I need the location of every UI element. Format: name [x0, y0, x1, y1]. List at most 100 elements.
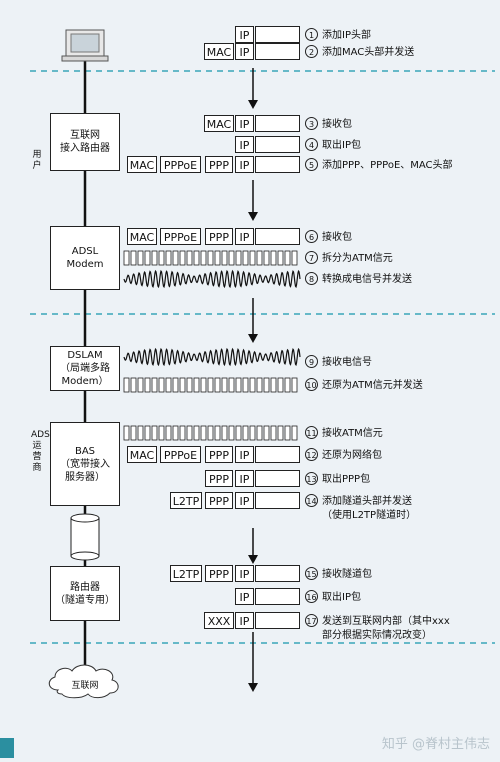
atm-cell	[270, 250, 277, 266]
payload-box	[255, 565, 300, 582]
atm-cell	[235, 425, 242, 441]
atm-cell	[284, 377, 291, 393]
pppoe-header-box: PPPoE	[160, 446, 201, 463]
node-line: DSLAM	[67, 350, 103, 361]
atm-cell-rows	[123, 250, 298, 441]
ppp-header-box: PPP	[205, 228, 233, 245]
atm-cell	[130, 377, 137, 393]
node-line: ADSL	[71, 246, 99, 257]
ip-header-box: IP	[235, 26, 254, 43]
atm-cell	[291, 250, 298, 266]
ip-header-box: IP	[235, 136, 254, 153]
xxx-header-box: XXX	[204, 612, 234, 629]
tunnel-router-node: 路由器 （隧道专用）	[50, 566, 120, 621]
atm-cell	[144, 425, 151, 441]
atm-cell	[263, 377, 270, 393]
atm-cell	[228, 250, 235, 266]
node-line: 服务器）	[65, 471, 105, 483]
dslam-node: DSLAM （局端多路 Modem）	[50, 346, 120, 391]
watermark: 知乎 @脊村主伟志	[381, 737, 490, 752]
atm-cell	[137, 377, 144, 393]
atm-cell	[256, 425, 263, 441]
atm-cell	[186, 425, 193, 441]
atm-cell	[228, 425, 235, 441]
atm-cell	[158, 425, 165, 441]
atm-cell	[123, 425, 130, 441]
l2tp-header-box: L2TP	[170, 492, 202, 509]
atm-cell	[242, 425, 249, 441]
ppp-header-box: PPP	[205, 470, 233, 487]
atm-cell	[263, 250, 270, 266]
tunnel-cylinder-icon	[70, 513, 100, 561]
atm-cell	[284, 250, 291, 266]
atm-cell	[277, 250, 284, 266]
atm-cell	[235, 250, 242, 266]
computer-icon	[61, 29, 109, 62]
ip-header-box: IP	[235, 156, 254, 173]
atm-cell	[277, 377, 284, 393]
atm-cell	[221, 425, 228, 441]
atm-cell	[221, 250, 228, 266]
atm-cell	[270, 377, 277, 393]
atm-cell	[228, 377, 235, 393]
payload-box	[255, 612, 300, 629]
mac-header-box: MAC	[204, 115, 234, 132]
atm-cell	[235, 377, 242, 393]
atm-cell	[158, 250, 165, 266]
ip-header-box: IP	[235, 565, 254, 582]
corner-mark	[0, 738, 14, 758]
atm-cell	[214, 425, 221, 441]
atm-cell	[123, 377, 130, 393]
pppoe-header-box: PPPoE	[160, 228, 201, 245]
atm-cell	[165, 425, 172, 441]
ip-header-box: IP	[235, 43, 254, 60]
node-line: BAS	[74, 445, 96, 457]
atm-cell	[172, 250, 179, 266]
atm-cell	[277, 425, 284, 441]
payload-box	[255, 26, 300, 43]
payload-box	[255, 470, 300, 487]
atm-cell	[291, 377, 298, 393]
node-line: Modem	[66, 259, 104, 270]
atm-cell	[179, 377, 186, 393]
bas-node: BAS （宽带接入 服务器）	[50, 422, 120, 506]
atm-cell	[186, 377, 193, 393]
adsl-modem-node: ADSL Modem	[50, 226, 120, 290]
atm-cell	[221, 377, 228, 393]
mac-header-box: MAC	[204, 43, 234, 60]
atm-cell	[144, 250, 151, 266]
ppp-header-box: PPP	[205, 156, 233, 173]
ip-header-box: IP	[235, 492, 254, 509]
atm-cell	[158, 377, 165, 393]
atm-cell	[214, 250, 221, 266]
payload-box	[255, 136, 300, 153]
access-router-node: 互联网 接入路由器	[50, 113, 120, 171]
atm-cell	[207, 425, 214, 441]
atm-cell	[193, 377, 200, 393]
atm-cell	[291, 425, 298, 441]
atm-cell	[172, 425, 179, 441]
atm-cell	[137, 250, 144, 266]
atm-cell	[207, 250, 214, 266]
mac-header-box: MAC	[127, 446, 157, 463]
electric-signal-waves	[123, 269, 301, 367]
payload-box	[255, 588, 300, 605]
ip-header-box: IP	[235, 446, 254, 463]
ppp-header-box: PPP	[205, 565, 233, 582]
ip-header-box: IP	[235, 612, 254, 629]
ppp-header-box: PPP	[205, 446, 233, 463]
